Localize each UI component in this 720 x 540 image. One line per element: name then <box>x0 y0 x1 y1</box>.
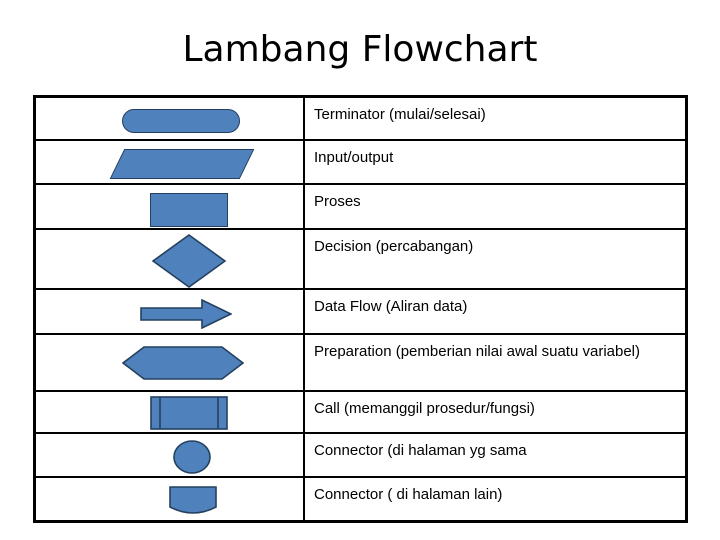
symbol-cell <box>36 141 305 183</box>
table-row: Connector (di halaman yg sama <box>36 434 685 478</box>
symbol-label: Terminator (mulai/selesai) <box>314 106 486 123</box>
terminator-shape <box>122 109 240 133</box>
data-flow-arrow-shape <box>140 299 232 329</box>
table-row: Decision (percabangan) <box>36 230 685 290</box>
preparation-shape <box>122 346 244 380</box>
symbol-cell <box>36 230 305 288</box>
symbol-cell <box>36 185 305 228</box>
symbol-cell <box>36 434 305 476</box>
call-predefined-process-shape <box>150 396 228 430</box>
symbol-cell <box>36 290 305 333</box>
symbol-label: Call (memanggil prosedur/fungsi) <box>314 400 535 417</box>
symbol-label: Connector (di halaman yg sama <box>314 442 527 459</box>
symbol-label: Decision (percabangan) <box>314 238 474 255</box>
connector-same-page-shape <box>173 440 211 474</box>
table-row: Data Flow (Aliran data) <box>36 290 685 335</box>
symbol-label: Preparation (pemberian nilai awal suatu … <box>314 343 641 360</box>
table-row: Terminator (mulai/selesai) <box>36 98 685 141</box>
symbol-cell <box>36 478 305 520</box>
page-title: Lambang Flowchart <box>182 29 538 70</box>
input-output-shape <box>109 149 255 179</box>
symbol-cell <box>36 335 305 390</box>
process-shape <box>150 193 228 227</box>
table-row: Connector ( di halaman lain) <box>36 478 685 520</box>
table-row: Preparation (pemberian nilai awal suatu … <box>36 335 685 392</box>
flowchart-symbol-table: Terminator (mulai/selesai) Input/output … <box>33 95 688 523</box>
symbol-label: Input/output <box>314 149 394 166</box>
table-row: Proses <box>36 185 685 230</box>
symbol-cell <box>36 392 305 432</box>
symbol-label: Data Flow (Aliran data) <box>314 298 468 315</box>
symbol-label: Proses <box>314 193 361 210</box>
symbol-label: Connector ( di halaman lain) <box>314 486 503 503</box>
symbol-cell <box>36 98 305 139</box>
connector-other-page-shape <box>169 486 217 514</box>
table-row: Call (memanggil prosedur/fungsi) <box>36 392 685 434</box>
decision-shape <box>152 234 226 288</box>
table-row: Input/output <box>36 141 685 185</box>
